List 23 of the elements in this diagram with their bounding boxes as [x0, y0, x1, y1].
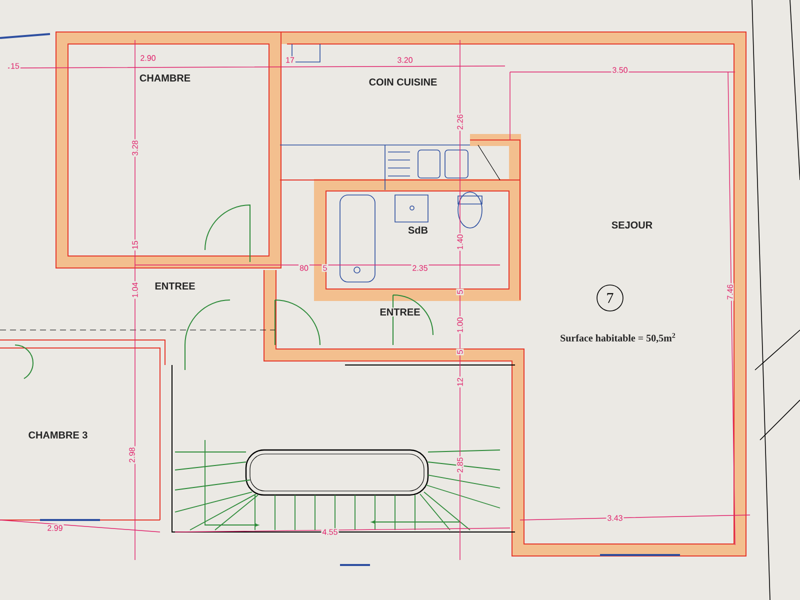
- dimension-label: 7.46: [726, 283, 734, 301]
- dimension-label: 80: [298, 264, 310, 272]
- dimension-label: 4.55: [321, 528, 339, 536]
- dimension-label: 15: [10, 62, 20, 70]
- dimension-label: 15: [131, 240, 139, 250]
- area-note: Surface habitable = 50,5m$^{2}$: [560, 333, 676, 343]
- dimension-label: 1.04: [131, 281, 139, 299]
- dimension-label: 12: [456, 376, 464, 388]
- dimension-label: 1.00: [456, 316, 464, 334]
- room-label: ENTREE: [154, 282, 196, 290]
- dimension-label: 3.28: [131, 139, 139, 157]
- dimension-label: 2.90: [139, 54, 157, 62]
- dimension-label: 2.99: [46, 524, 64, 532]
- dimension-label: 3.50: [611, 66, 629, 74]
- dimension-label: 3.43: [606, 514, 624, 522]
- dimension-label: 2.26: [456, 113, 464, 131]
- dimension-label: 1.40: [456, 233, 464, 251]
- dimension-label: 17: [284, 56, 296, 64]
- dimension-label: 2.85: [456, 456, 464, 474]
- dimension-label: 3.20: [396, 56, 414, 64]
- dimension-label: 2.35: [411, 264, 429, 272]
- room-label: ENTREE: [378, 308, 422, 316]
- dimension-label: 2.98: [128, 446, 136, 464]
